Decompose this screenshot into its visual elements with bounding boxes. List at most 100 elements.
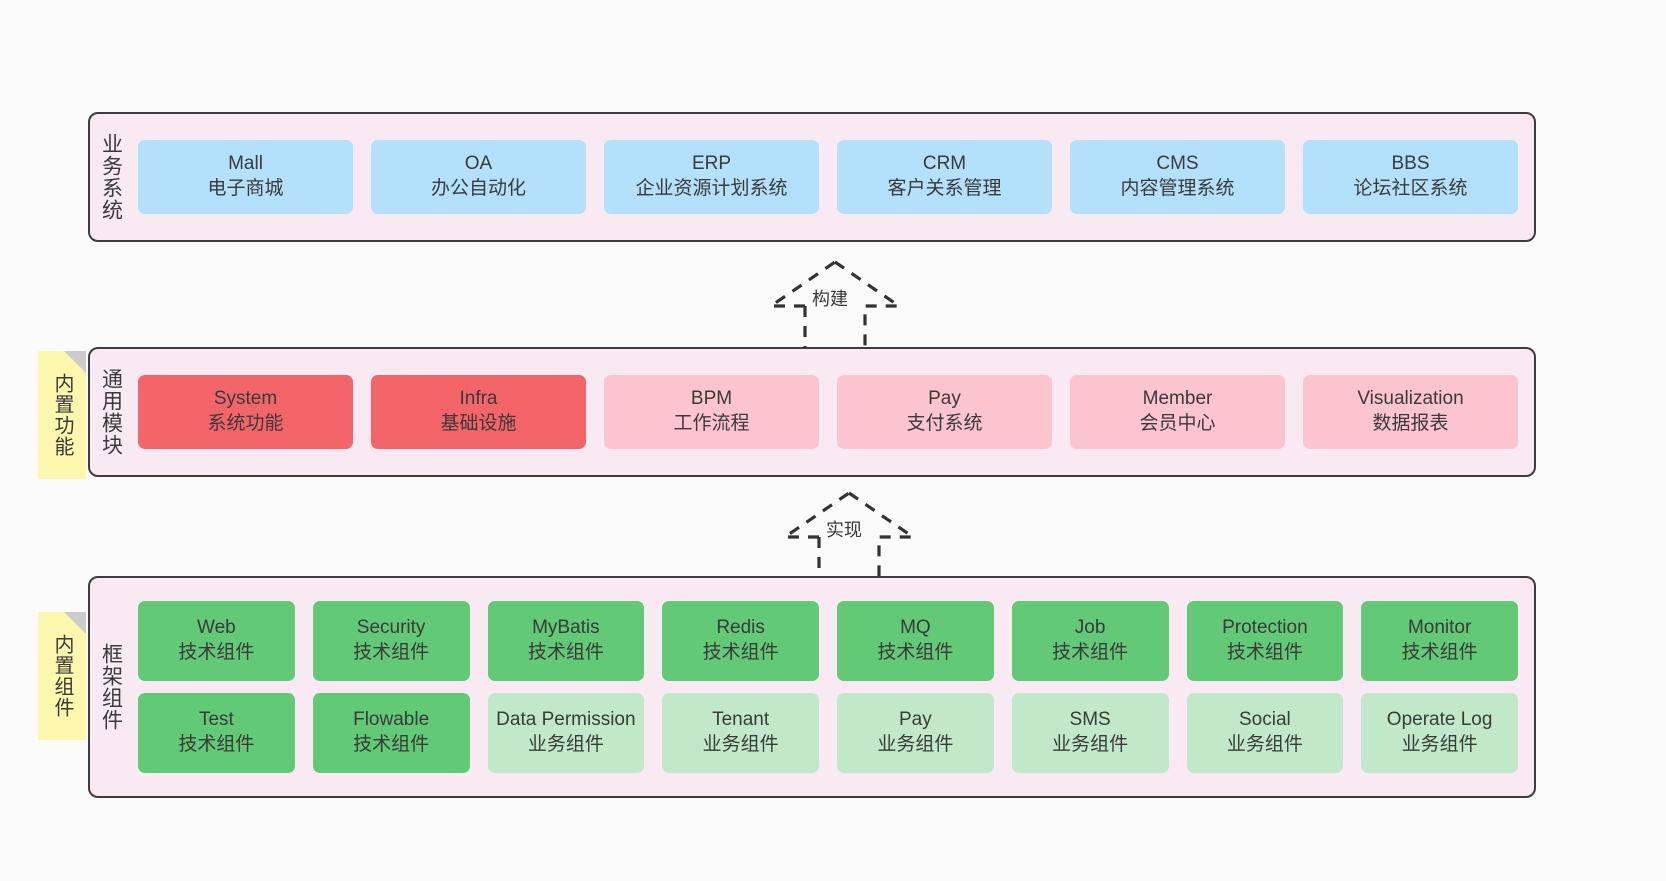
connector-label-implement: 实现 — [824, 520, 864, 540]
component-name: Monitor — [1407, 617, 1472, 639]
module-desc: 电子商城 — [207, 178, 284, 199]
component-card-tenant[interactable]: Tenant 业务组件 — [662, 693, 819, 773]
component-card-security[interactable]: Security 技术组件 — [312, 601, 470, 681]
component-kind: 技术组件 — [1052, 642, 1129, 663]
module-card-system[interactable]: System 系统功能 — [138, 375, 353, 449]
layer-row: Mall 电子商城 OA 办公自动化 ERP 企业资源计划系统 CRM 客户关系… — [138, 140, 1518, 214]
sticky-note-builtin-components: 内置组件 — [38, 612, 86, 740]
component-name: Social — [1239, 709, 1291, 731]
component-card-flowable[interactable]: Flowable 技术组件 — [312, 693, 470, 773]
component-card-test[interactable]: Test 技术组件 — [138, 693, 295, 773]
sticky-note-label: 内置功能 — [51, 373, 73, 457]
dashed-hollow-arrow-up-icon — [765, 260, 905, 348]
component-name: Job — [1074, 617, 1106, 639]
component-kind: 技术组件 — [1226, 642, 1303, 663]
component-name: Operate Log — [1386, 709, 1493, 731]
component-card-mybatis[interactable]: MyBatis 技术组件 — [487, 601, 645, 681]
dashed-hollow-arrow-up-icon — [779, 491, 919, 579]
module-name: BBS — [1391, 153, 1430, 175]
module-desc: 工作流程 — [673, 413, 750, 434]
component-card-sms[interactable]: SMS 业务组件 — [1011, 693, 1169, 773]
component-card-web[interactable]: Web 技术组件 — [138, 601, 295, 681]
component-name: Flowable — [353, 709, 430, 731]
layer-common-modules: 通用模块 System 系统功能 Infra 基础设施 BPM 工作流程 Pay… — [88, 347, 1536, 477]
component-card-operate-log[interactable]: Operate Log 业务组件 — [1361, 693, 1518, 773]
component-kind: 业务组件 — [1226, 734, 1303, 755]
component-card-protection[interactable]: Protection 技术组件 — [1186, 601, 1344, 681]
module-card-oa[interactable]: OA 办公自动化 — [371, 140, 586, 214]
module-name: Member — [1142, 388, 1213, 410]
component-kind: 技术组件 — [178, 734, 255, 755]
module-name: Mall — [228, 153, 263, 175]
module-card-pay[interactable]: Pay 支付系统 — [837, 375, 1052, 449]
module-card-cms[interactable]: CMS 内容管理系统 — [1070, 140, 1285, 214]
component-name: Pay — [899, 709, 932, 731]
module-name: ERP — [691, 153, 732, 175]
component-card-redis[interactable]: Redis 技术组件 — [662, 601, 819, 681]
component-kind: 业务组件 — [702, 734, 779, 755]
sticky-note-label: 内置组件 — [51, 634, 73, 718]
layer-row: Web 技术组件 Security 技术组件 MyBatis 技术组件 Redi… — [138, 601, 1518, 681]
module-desc: 系统功能 — [207, 413, 284, 434]
layer-framework-components: 框架组件 Web 技术组件 Security 技术组件 MyBatis 技术组件… — [88, 576, 1536, 798]
module-desc: 支付系统 — [906, 413, 983, 434]
module-desc: 会员中心 — [1139, 413, 1216, 434]
module-card-erp[interactable]: ERP 企业资源计划系统 — [604, 140, 819, 214]
component-kind: 业务组件 — [1052, 734, 1129, 755]
component-kind: 技术组件 — [353, 734, 430, 755]
module-name: OA — [464, 153, 493, 175]
component-kind: 业务组件 — [877, 734, 954, 755]
component-name: Security — [356, 617, 426, 639]
page-fold-icon — [64, 612, 86, 634]
module-card-bpm[interactable]: BPM 工作流程 — [604, 375, 819, 449]
module-card-visualization[interactable]: Visualization 数据报表 — [1303, 375, 1518, 449]
layer-title-common: 通用模块 — [99, 368, 123, 456]
component-kind: 技术组件 — [353, 642, 430, 663]
layer-body-framework: Web 技术组件 Security 技术组件 MyBatis 技术组件 Redi… — [130, 578, 1534, 796]
module-desc: 办公自动化 — [430, 178, 526, 199]
component-name: Data Permission — [496, 709, 636, 731]
component-card-pay[interactable]: Pay 业务组件 — [837, 693, 994, 773]
page-fold-icon — [64, 351, 86, 373]
module-card-crm[interactable]: CRM 客户关系管理 — [837, 140, 1052, 214]
component-name: Test — [198, 709, 234, 731]
module-name: Infra — [459, 388, 498, 410]
connector-label-build: 构建 — [810, 289, 850, 309]
component-name: Tenant — [712, 709, 770, 731]
component-card-monitor[interactable]: Monitor 技术组件 — [1361, 601, 1518, 681]
module-name: System — [213, 388, 278, 410]
module-name: CMS — [1156, 153, 1199, 175]
layer-title-framework: 框架组件 — [99, 643, 123, 731]
module-desc: 基础设施 — [440, 413, 517, 434]
module-name: CRM — [922, 153, 967, 175]
component-name: SMS — [1069, 709, 1111, 731]
layer-body-business: Mall 电子商城 OA 办公自动化 ERP 企业资源计划系统 CRM 客户关系… — [130, 114, 1534, 240]
component-card-social[interactable]: Social 业务组件 — [1186, 693, 1344, 773]
connector-implement: 实现 — [774, 489, 924, 579]
component-name: MyBatis — [532, 617, 600, 639]
module-desc: 内容管理系统 — [1120, 178, 1235, 199]
component-card-mq[interactable]: MQ 技术组件 — [837, 601, 994, 681]
module-card-member[interactable]: Member 会员中心 — [1070, 375, 1285, 449]
module-name: Pay — [928, 388, 961, 410]
component-name: Protection — [1222, 617, 1308, 639]
component-kind: 业务组件 — [527, 734, 604, 755]
module-card-mall[interactable]: Mall 电子商城 — [138, 140, 353, 214]
component-name: MQ — [900, 617, 931, 639]
layer-title-business: 业务系统 — [99, 133, 123, 221]
component-card-job[interactable]: Job 技术组件 — [1011, 601, 1169, 681]
module-card-bbs[interactable]: BBS 论坛社区系统 — [1303, 140, 1518, 214]
layer-body-common: System 系统功能 Infra 基础设施 BPM 工作流程 Pay 支付系统… — [130, 349, 1534, 475]
component-kind: 技术组件 — [877, 642, 954, 663]
module-name: BPM — [690, 388, 733, 410]
layer-business-systems: 业务系统 Mall 电子商城 OA 办公自动化 ERP 企业资源计划系统 CRM… — [88, 112, 1536, 242]
component-kind: 技术组件 — [702, 642, 779, 663]
sticky-note-builtin-features: 内置功能 — [38, 351, 86, 479]
component-card-data-permission[interactable]: Data Permission 业务组件 — [487, 693, 645, 773]
module-name: Visualization — [1357, 388, 1464, 410]
module-card-infra[interactable]: Infra 基础设施 — [371, 375, 586, 449]
component-kind: 技术组件 — [527, 642, 604, 663]
layer-row: System 系统功能 Infra 基础设施 BPM 工作流程 Pay 支付系统… — [138, 375, 1518, 449]
module-desc: 客户关系管理 — [887, 178, 1002, 199]
module-desc: 数据报表 — [1372, 413, 1449, 434]
